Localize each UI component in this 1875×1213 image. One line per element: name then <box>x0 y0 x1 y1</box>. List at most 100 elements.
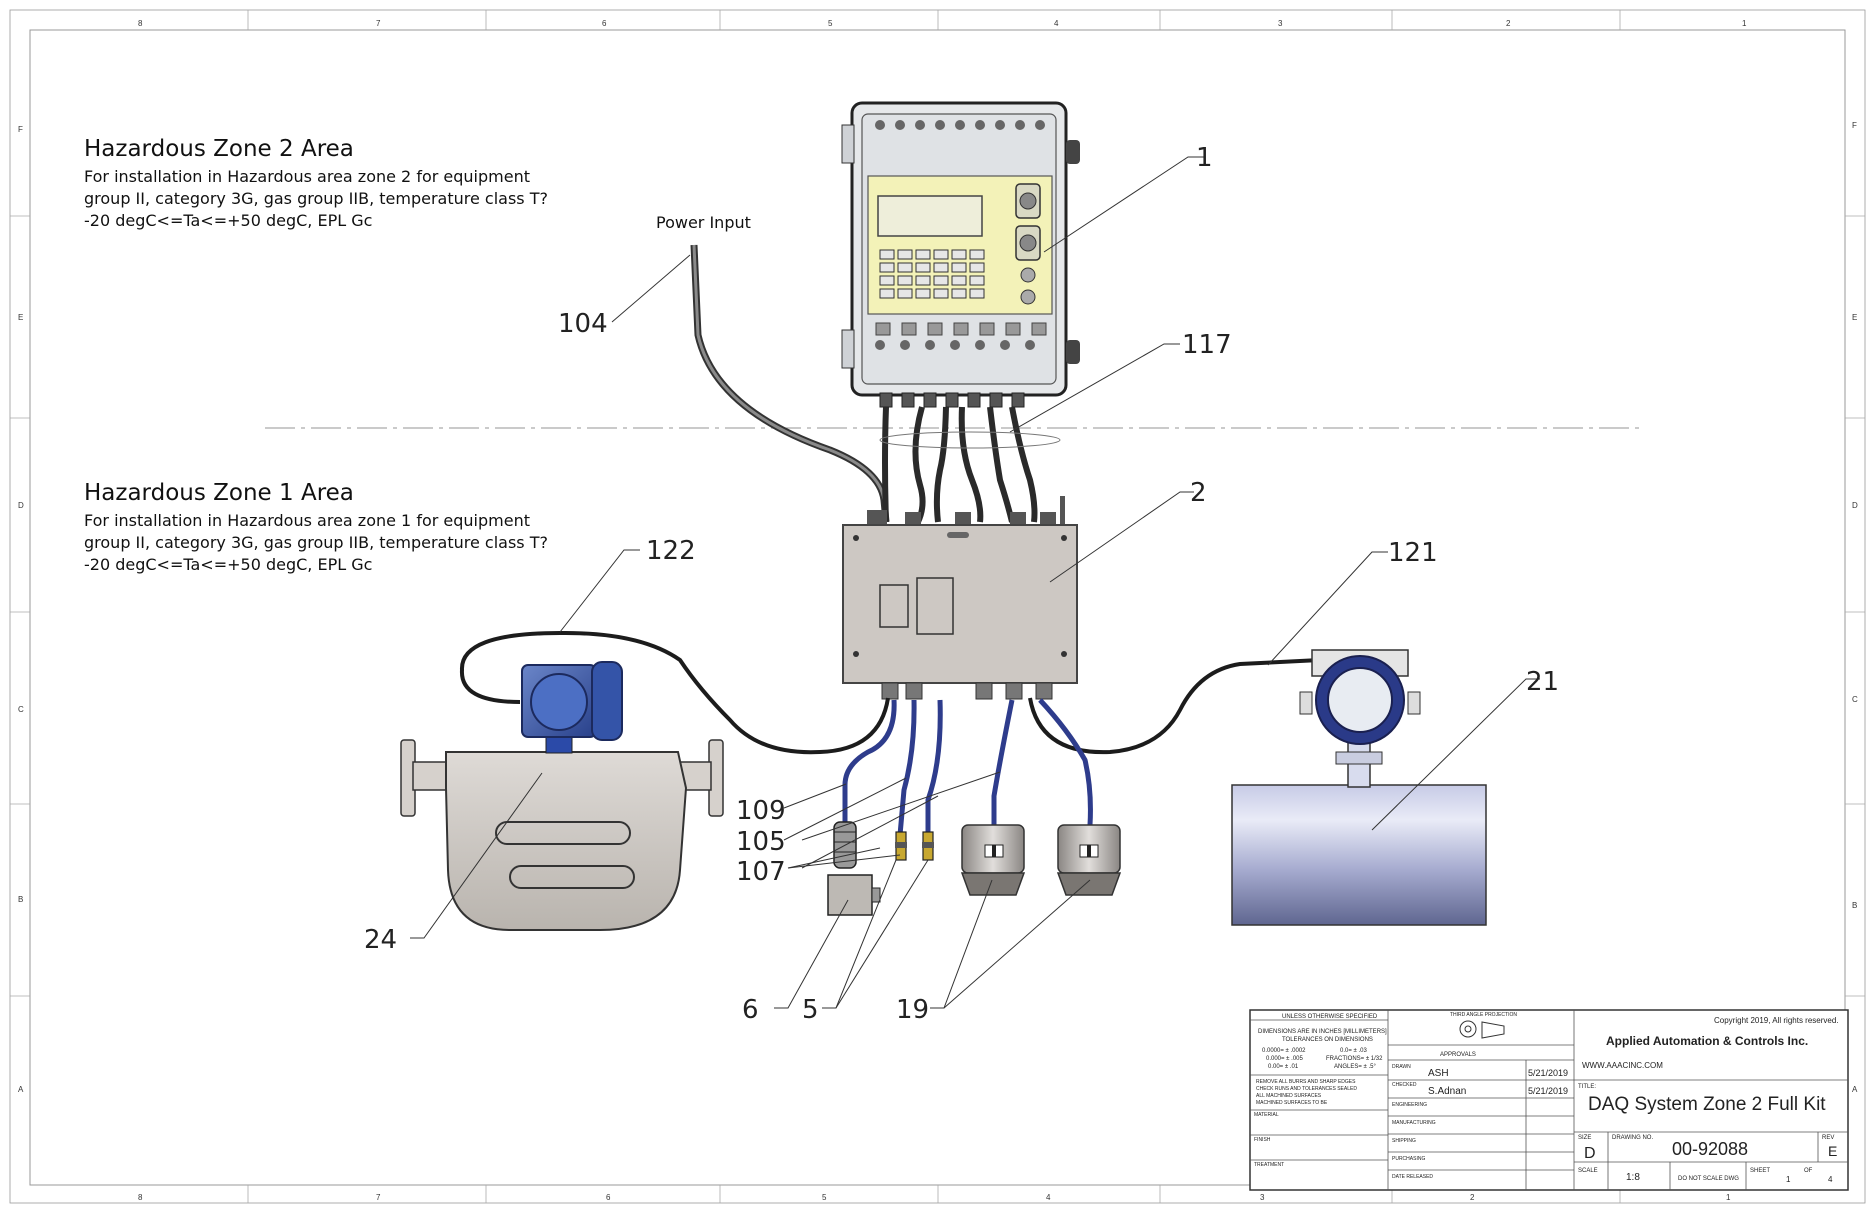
tb-manufacturing: MANUFACTURING <box>1392 1120 1436 1126</box>
tb-tol: 0.00= ± .01 <box>1268 1064 1299 1070</box>
zone1-note: Hazardous Zone 1 Area For installation i… <box>84 480 548 576</box>
tb-rev-label: REV <box>1822 1135 1834 1141</box>
tb-material: MATERIAL <box>1254 1112 1279 1118</box>
zone2-title: Hazardous Zone 2 Area <box>84 136 354 162</box>
tb-approvals: APPROVALS <box>1440 1052 1476 1058</box>
sheet-border <box>9 9 1866 1204</box>
tb-tol: 0.0000= ± .0002 <box>1262 1048 1306 1054</box>
zone2-line: group II, category 3G, gas group IIB, te… <box>84 189 548 208</box>
border-label: 6 <box>606 1193 611 1202</box>
border-label: 5 <box>822 1193 827 1202</box>
tb-third-angle: THIRD ANGLE PROJECTION <box>1450 1012 1517 1018</box>
zone1-title: Hazardous Zone 1 Area <box>84 480 354 506</box>
border-label: B <box>1852 901 1857 910</box>
tb-size: D <box>1584 1145 1596 1162</box>
tb-do-not-scale: DO NOT SCALE DWG <box>1678 1176 1739 1182</box>
border-label: B <box>18 895 23 904</box>
callout-6: 6 <box>742 995 759 1025</box>
zone2-note: Hazardous Zone 2 Area For installation i… <box>84 136 548 232</box>
tb-of: 4 <box>1828 1175 1833 1184</box>
transmitter <box>1299 649 1421 745</box>
tb-note: ALL MACHINED SURFACES <box>1256 1093 1322 1099</box>
border-label: 7 <box>376 19 381 28</box>
border-label: 3 <box>1278 19 1283 28</box>
callout-105: 105 <box>736 827 786 857</box>
tb-note: CHECK RUNS AND TOLERANCES SEALED <box>1256 1086 1357 1092</box>
zone1-line: For installation in Hazardous area zone … <box>84 511 530 530</box>
border-label: 2 <box>1506 19 1511 28</box>
cable-121 <box>1028 658 1321 755</box>
tb-note: MACHINED SURFACES TO BE <box>1256 1100 1328 1106</box>
tb-copyright: Copyright 2019, All rights reserved. <box>1714 1016 1839 1025</box>
zone-ticks <box>10 10 1865 1203</box>
leader-lines <box>410 156 1540 1009</box>
tb-size-label: SIZE <box>1578 1135 1591 1141</box>
interconnect-cables <box>882 406 1038 524</box>
connector-6 <box>827 821 881 916</box>
callout-121: 121 <box>1388 538 1438 568</box>
projection-symbol <box>1459 1020 1477 1038</box>
tb-sheet: 1 <box>1786 1175 1791 1184</box>
callout-117: 117 <box>1182 330 1232 360</box>
tb-treatment: TREATMENT <box>1254 1162 1284 1168</box>
border-label: F <box>1852 121 1857 130</box>
tb-company: Applied Automation & Controls Inc. <box>1606 1034 1808 1048</box>
tb-of-label: OF <box>1804 1168 1813 1174</box>
callout-19: 19 <box>896 995 929 1025</box>
tb-unless: UNLESS OTHERWISE SPECIFIED <box>1282 1014 1378 1020</box>
callout-1: 1 <box>1196 143 1213 173</box>
tb-checked-date: 5/21/2019 <box>1528 1086 1568 1096</box>
callout-122: 122 <box>646 536 696 566</box>
border-label: C <box>18 705 24 714</box>
tb-sheet-label: SHEET <box>1750 1168 1770 1174</box>
tb-tol: 0.000= ± .005 <box>1266 1056 1303 1062</box>
tb-dwgno-label: DRAWING NO. <box>1612 1135 1653 1141</box>
tb-drawn: ASH <box>1428 1068 1449 1079</box>
tb-scale-label: SCALE <box>1578 1168 1598 1174</box>
border-label: 4 <box>1054 19 1059 28</box>
tb-checked: S.Adnan <box>1428 1086 1466 1097</box>
tb-dwgno: 00-92088 <box>1672 1139 1748 1159</box>
border-label: C <box>1852 695 1858 704</box>
tb-tol: FRACTIONS= ± 1/32 <box>1326 1056 1383 1062</box>
seal-ring <box>879 431 1061 449</box>
flow-meter-24 <box>400 661 724 931</box>
border-label: 5 <box>828 19 833 28</box>
callouts: 1 117 104 2 122 121 21 109 105 107 24 6 … <box>364 143 1559 1025</box>
tb-purchasing: PURCHASING <box>1392 1156 1425 1162</box>
border-label: E <box>1852 313 1857 322</box>
callout-107: 107 <box>736 857 786 887</box>
callout-109: 109 <box>736 796 786 826</box>
callout-5: 5 <box>802 995 819 1025</box>
tb-title: DAQ System Zone 2 Full Kit <box>1588 1094 1826 1115</box>
border-label: 3 <box>1260 1193 1265 1202</box>
border-label: F <box>18 125 23 134</box>
tb-drawn-date: 5/21/2019 <box>1528 1068 1568 1078</box>
power-input-label: Power Input <box>656 213 751 232</box>
tb-shipping: SHIPPING <box>1392 1138 1416 1144</box>
callout-104: 104 <box>558 309 608 339</box>
tb-dims: TOLERANCES ON DIMENSIONS <box>1282 1037 1373 1043</box>
pipe-section-21 <box>1231 739 1487 926</box>
border-label: E <box>18 313 23 322</box>
border-label: D <box>1852 501 1858 510</box>
enclosure-2 <box>842 496 1078 700</box>
enclosure-1 <box>841 101 1080 408</box>
callout-24: 24 <box>364 925 397 955</box>
zone2-line: For installation in Hazardous area zone … <box>84 167 530 186</box>
sensor-cables <box>842 698 1093 836</box>
zone1-line: group II, category 3G, gas group IIB, te… <box>84 533 548 552</box>
cable-122 <box>459 630 890 755</box>
tb-scale: 1:8 <box>1626 1172 1640 1183</box>
border-label: A <box>1852 1085 1858 1094</box>
callout-2: 2 <box>1190 478 1207 508</box>
caps-19 <box>960 824 1122 896</box>
border-label: 1 <box>1742 19 1747 28</box>
tb-dims: DIMENSIONS ARE IN INCHES [MILLIMETERS] <box>1258 1029 1387 1035</box>
tb-drawn-label: DRAWN <box>1392 1064 1411 1070</box>
tb-rev: E <box>1828 1143 1837 1159</box>
tb-note: REMOVE ALL BURRS AND SHARP EDGES <box>1256 1079 1356 1085</box>
callout-21: 21 <box>1526 667 1559 697</box>
zone1-line: -20 degC<=Ta<=+50 degC, EPL Gc <box>84 555 373 574</box>
